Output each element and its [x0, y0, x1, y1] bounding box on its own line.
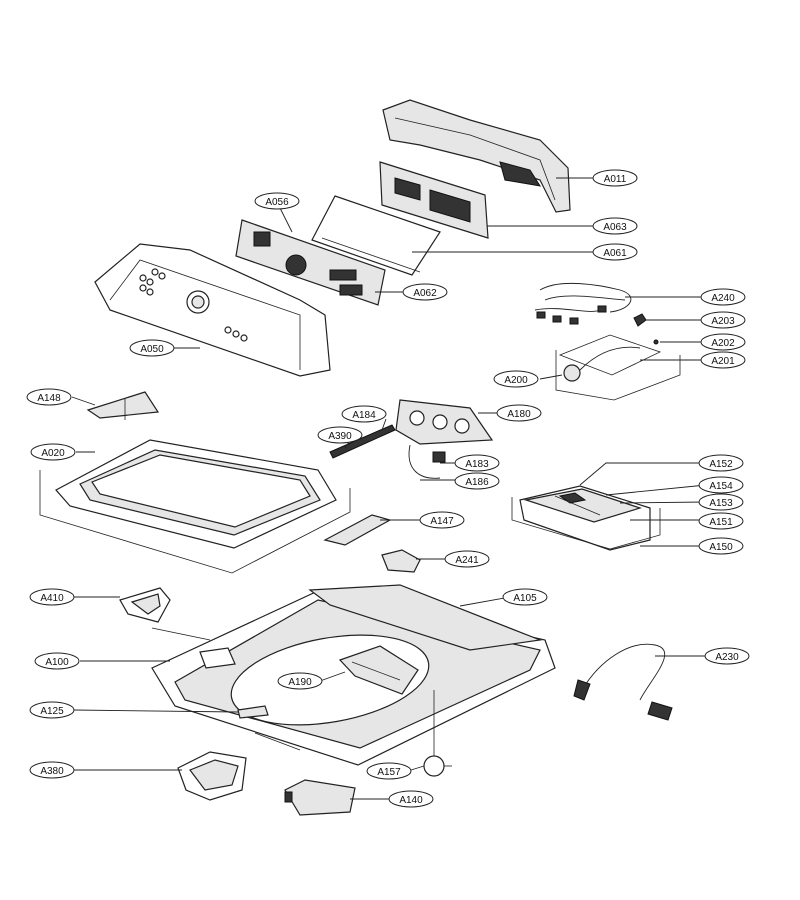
- callout-a100-label: A100: [45, 657, 69, 668]
- callout-a380-label: A380: [40, 766, 64, 777]
- callout-a184: A184: [341, 405, 387, 423]
- callout-a201-label: A201: [711, 356, 735, 367]
- guide-lines: [39, 350, 681, 756]
- callout-a056: A056: [254, 192, 300, 210]
- callout-a152: A152: [698, 454, 744, 472]
- callout-a140: A140: [388, 790, 434, 808]
- callout-a230: A230: [704, 647, 750, 665]
- callout-a202-label: A202: [711, 338, 735, 349]
- callout-a062-label: A062: [413, 288, 437, 299]
- part-a180-valve-assembly: [329, 399, 494, 479]
- part-a125-trim: [237, 705, 269, 719]
- callout-a148: A148: [26, 388, 72, 406]
- callout-a203: A203: [700, 311, 746, 329]
- callout-a186: A186: [454, 472, 500, 490]
- callout-a240: A240: [700, 288, 746, 306]
- callout-a200-label: A200: [504, 375, 528, 386]
- callout-a140-label: A140: [399, 795, 423, 806]
- callout-a148-label: A148: [37, 393, 61, 404]
- callout-a151: A151: [698, 512, 744, 530]
- callout-a154: A154: [698, 476, 744, 494]
- callout-a157-label: A157: [377, 767, 401, 778]
- panel-buttons: [139, 268, 248, 342]
- part-a410-funnel: [119, 587, 171, 623]
- callout-a056-label: A056: [265, 197, 289, 208]
- callout-a180: A180: [496, 404, 542, 422]
- callout-a180-label: A180: [507, 409, 531, 420]
- part-a140-lid-switch: [284, 779, 356, 816]
- callout-a125-label: A125: [40, 706, 64, 717]
- part-a200-sensor-assembly: [558, 334, 662, 382]
- callout-a190: A190: [277, 672, 323, 690]
- callout-a230-label: A230: [715, 652, 739, 663]
- callout-a125: A125: [29, 701, 75, 719]
- callout-a062: A062: [402, 283, 448, 301]
- callout-a202: A202: [700, 333, 746, 351]
- callout-a241-label: A241: [455, 555, 479, 566]
- part-a380-cap: [177, 751, 247, 801]
- callout-a183-label: A183: [465, 459, 489, 470]
- callout-a410-label: A410: [40, 593, 64, 604]
- callout-a020-label: A020: [41, 448, 65, 459]
- part-a011-rear-cover: [382, 99, 571, 213]
- callout-a105: A105: [502, 588, 548, 606]
- callout-a154-label: A154: [709, 481, 733, 492]
- callout-a011: A011: [592, 169, 638, 187]
- callout-a183: A183: [454, 454, 500, 472]
- callout-a150-label: A150: [709, 542, 733, 553]
- part-a063-pcb-box: [379, 161, 489, 239]
- callout-a050-label: A050: [140, 344, 164, 355]
- part-a230-power-cord: [573, 643, 673, 721]
- part-a203-clip: [633, 313, 647, 327]
- callout-a380: A380: [29, 761, 75, 779]
- callout-a152-label: A152: [709, 459, 733, 470]
- part-a190-slide: [338, 645, 419, 695]
- part-a157-knob: [423, 755, 452, 777]
- part-a148-bracket: [86, 391, 160, 420]
- callout-a240-label: A240: [711, 293, 735, 304]
- callout-a390: A390: [317, 426, 363, 444]
- part-a056-control-pcb: [235, 219, 386, 306]
- callout-a241: A241: [444, 550, 490, 568]
- part-a061-display-film: [311, 195, 441, 276]
- part-a150-dispenser: [519, 485, 651, 551]
- callout-a063-label: A063: [603, 222, 627, 233]
- callout-a105-label: A105: [513, 593, 537, 604]
- callout-a390-label: A390: [328, 431, 352, 442]
- callout-a020: A020: [30, 443, 76, 461]
- callout-a153-label: A153: [709, 498, 733, 509]
- callout-a061: A061: [592, 243, 638, 261]
- part-a020-lid: [55, 439, 337, 549]
- callout-a203-label: A203: [711, 316, 735, 327]
- callout-a200: A200: [493, 370, 539, 388]
- part-a241-cover: [381, 549, 421, 573]
- callout-a190-label: A190: [288, 677, 312, 688]
- callout-a061-label: A061: [603, 248, 627, 259]
- callout-a157: A157: [366, 762, 412, 780]
- callout-a153: A153: [698, 493, 744, 511]
- callout-a410: A410: [29, 588, 75, 606]
- callout-a186-label: A186: [465, 477, 489, 488]
- callout-a063: A063: [592, 217, 638, 235]
- callout-a100: A100: [34, 652, 80, 670]
- part-a240-wire-harness: [534, 282, 632, 325]
- callout-a011-label: A011: [604, 174, 627, 185]
- callout-a150: A150: [698, 537, 744, 555]
- callout-a201: A201: [700, 351, 746, 369]
- callout-a147-label: A147: [430, 516, 454, 527]
- callout-a151-label: A151: [709, 517, 733, 528]
- callout-a184-label: A184: [352, 410, 376, 421]
- callout-a050: A050: [129, 339, 175, 357]
- part-a050-control-panel: [94, 243, 331, 377]
- callout-a147: A147: [419, 511, 465, 529]
